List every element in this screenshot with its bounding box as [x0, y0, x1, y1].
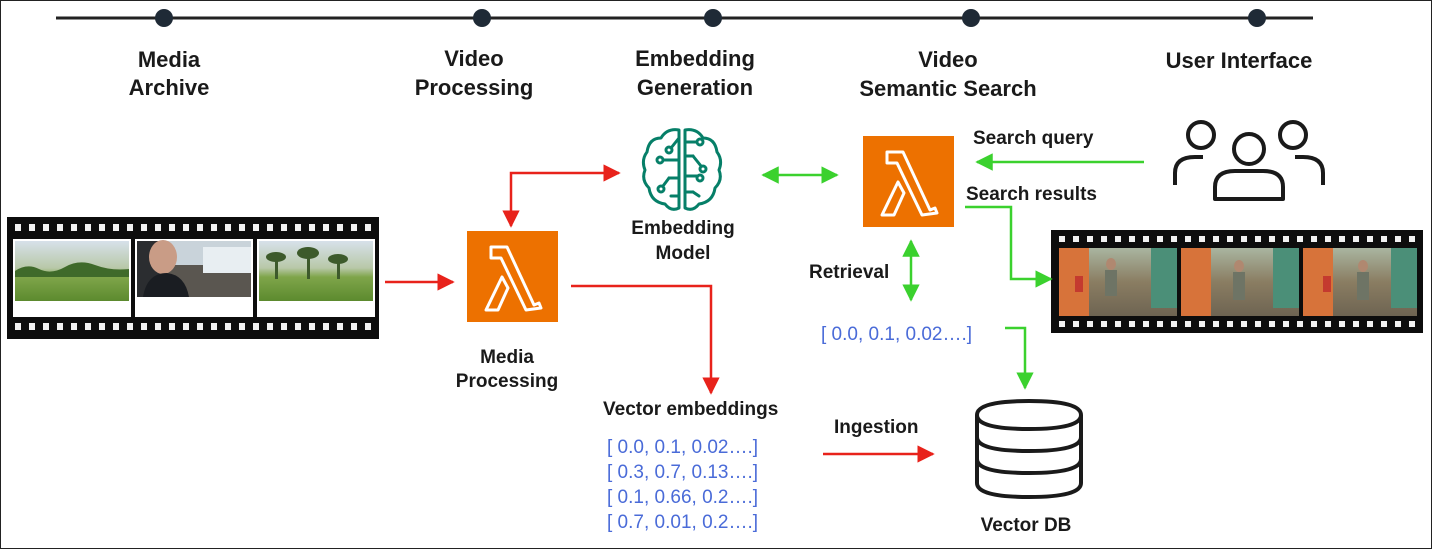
brain-circuit-icon [641, 128, 723, 211]
stage-title-line1: Video [918, 47, 978, 72]
retrieval-label: Retrieval [809, 262, 889, 283]
users-icon [1173, 120, 1325, 201]
embedding-model-label-line1: Embedding [631, 218, 734, 239]
lambda-icon [467, 231, 558, 322]
embedding-vector: [ 0.7, 0.01, 0.2….] [607, 512, 758, 533]
embedding-vector: [ 0.1, 0.66, 0.2….] [607, 487, 758, 508]
stage-title-line1: Video [444, 46, 504, 71]
green-arrows [761, 153, 1144, 390]
arrow-processing-model [502, 164, 621, 228]
stage-video-semantic-search: Video Semantic Search [859, 47, 1036, 101]
vector-db: Vector DB [975, 398, 1083, 536]
embedding-model-label-line2: Model [656, 243, 711, 264]
timeline [56, 9, 1313, 27]
arrow-processing-to-vectors [571, 284, 720, 395]
search-lambda [863, 136, 954, 227]
arrow-search-results [965, 205, 1053, 288]
arrow-vector-to-db [1005, 326, 1034, 390]
vector-db-label: Vector DB [981, 515, 1072, 536]
search-query-label: Search query [973, 128, 1094, 149]
database-icon [975, 398, 1083, 500]
film-strip-icon [7, 217, 379, 339]
stage-title-line1: User Interface [1166, 48, 1313, 73]
stage-title-line2: Archive [129, 75, 210, 100]
stage-title-line2: Generation [637, 75, 753, 100]
stage-title-line1: Media [138, 47, 201, 72]
embedding-vector-list: [ 0.0, 0.1, 0.02….] [ 0.3, 0.7, 0.13….] … [607, 437, 758, 533]
embedding-vector: [ 0.3, 0.7, 0.13….] [607, 462, 758, 483]
stage-title-line2: Semantic Search [859, 76, 1036, 101]
vector-embeddings-label: Vector embeddings [603, 399, 778, 420]
media-processing-lambda: Media Processing [456, 231, 558, 392]
stage-video-processing: Video Processing [415, 46, 534, 100]
lambda-icon [863, 136, 954, 227]
retrieval-vector: [ 0.0, 0.1, 0.02….] [821, 324, 972, 345]
stage-embedding-generation: Embedding Generation [635, 46, 755, 100]
stage-user-interface: User Interface [1166, 48, 1313, 73]
embedding-model: Embedding Model [631, 128, 735, 264]
stage-media-archive: Media Archive [129, 47, 210, 100]
embedding-vector: [ 0.0, 0.1, 0.02….] [607, 437, 758, 458]
red-arrows [385, 164, 935, 463]
film-strip-icon [1051, 230, 1423, 333]
media-processing-label-line2: Processing [456, 371, 558, 392]
stage-title-line1: Embedding [635, 46, 755, 71]
ingestion-label: Ingestion [834, 417, 918, 438]
stage-title-line2: Processing [415, 75, 534, 100]
search-results-label: Search results [966, 184, 1097, 205]
media-processing-label-line1: Media [480, 347, 534, 368]
